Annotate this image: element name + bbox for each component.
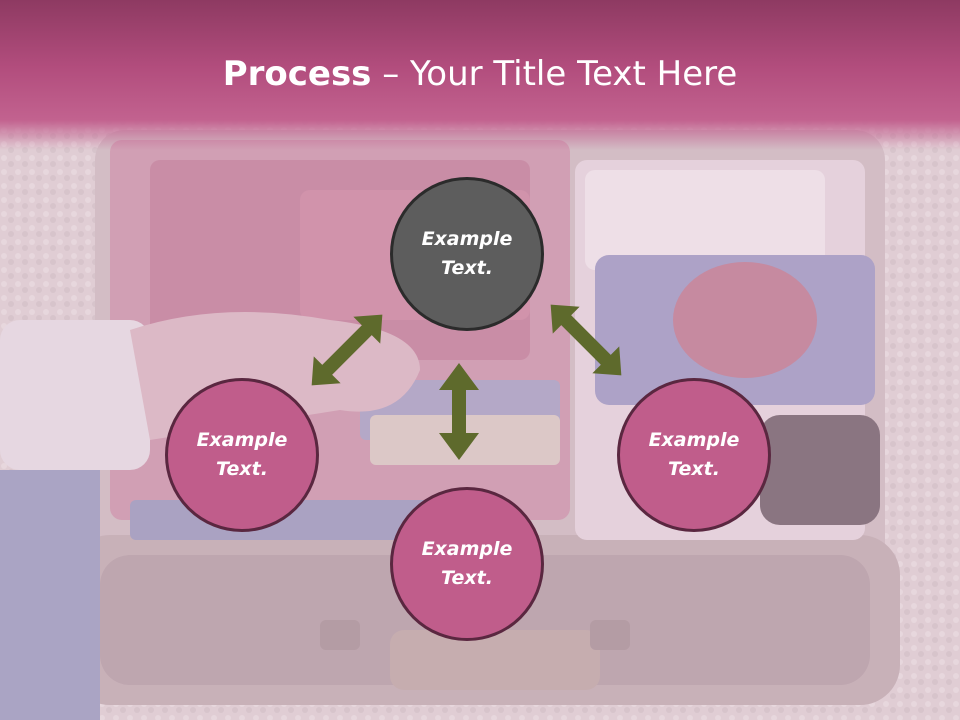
node-bottom-text: Example Text. bbox=[421, 538, 513, 589]
node-left-text: Example Text. bbox=[196, 429, 288, 480]
process-node-center: Example Text. bbox=[390, 177, 544, 331]
slide-title: Process – Your Title Text Here bbox=[0, 52, 960, 96]
title-bar bbox=[0, 0, 960, 150]
title-bold-part: Process bbox=[222, 54, 372, 94]
process-node-right: Example Text. bbox=[617, 378, 771, 532]
process-node-bottom: Example Text. bbox=[390, 487, 544, 641]
node-center-text: Example Text. bbox=[421, 228, 513, 279]
title-rest-part: – Your Title Text Here bbox=[371, 54, 738, 94]
process-node-left: Example Text. bbox=[165, 378, 319, 532]
node-right-text: Example Text. bbox=[648, 429, 740, 480]
